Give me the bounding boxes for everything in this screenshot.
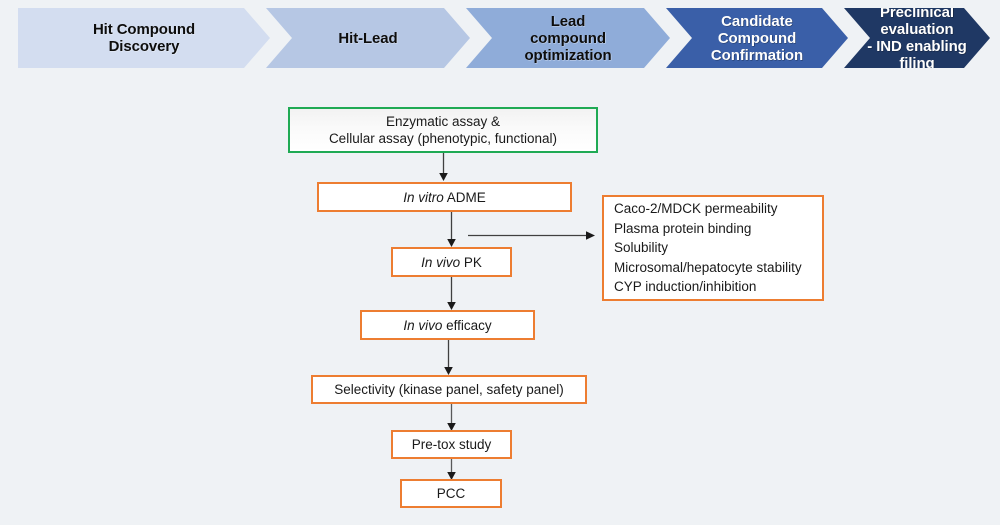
adme-assay-list-item: Microsomal/hepatocyte stability [614, 259, 802, 275]
flow-node-label: In vivo PK [421, 254, 482, 271]
arrow-assay-to-in-vitro-adme [438, 153, 449, 182]
flow-node-label-plain: ADME [443, 189, 486, 205]
flow-node-label: Pre-tox study [411, 437, 492, 452]
adme-assay-list-item: Solubility [614, 240, 669, 256]
flow-node-pre-tox-study[interactable]: Pre-tox study [391, 430, 512, 459]
adme-assay-list-item: Plasma protein binding [614, 220, 752, 236]
flow-node-selectivity[interactable]: Selectivity (kinase panel, safety panel) [311, 375, 587, 404]
flow-node-label-italic: In vitro [403, 189, 444, 205]
arrow-in-vivo-pk-to-in-vivo-efficacy [446, 277, 457, 311]
stage-chevron-label: Hit-Lead [338, 29, 398, 47]
stage-chevron-hit-compound-discovery[interactable]: Hit Compound Discovery [18, 8, 270, 68]
flow-node-in-vitro-adme[interactable]: In vitro ADME [317, 182, 572, 212]
flow-node-in-vivo-efficacy[interactable]: In vivo efficacy [360, 310, 535, 340]
flow-node-label-plain: PK [460, 254, 482, 270]
flow-node-label: Selectivity (kinase panel, safety panel) [334, 382, 564, 397]
arrow-in-vivo-efficacy-to-selectivity [443, 340, 454, 376]
adme-assay-list-box[interactable]: Caco-2/MDCK permeability Plasma protein … [602, 195, 824, 301]
flow-node-label-italic: In vivo [421, 254, 461, 270]
arrow-to-adme-assay-list [468, 230, 596, 241]
stage-chevron-label: Candidate Compound Confirmation [710, 12, 804, 64]
stage-chevron-hit-lead[interactable]: Hit-Lead [266, 8, 470, 68]
arrow-pre-tox-study-to-pcc [446, 459, 457, 481]
adme-assay-list-item: Caco-2/MDCK permeability [614, 201, 778, 217]
stage-chevron-label: Preclinical evaluation - IND enabling fi… [867, 4, 967, 72]
arrow-in-vitro-adme-to-in-vivo-pk [446, 212, 457, 248]
stage-chevron-label: Lead compound optimization [524, 12, 612, 64]
flow-node-in-vivo-pk[interactable]: In vivo PK [391, 247, 512, 277]
flow-node-label: PCC [436, 486, 466, 501]
stage-chevron-label: Hit Compound Discovery [92, 21, 196, 55]
flow-node-label: In vitro ADME [403, 189, 486, 206]
flow-node-label: In vivo efficacy [403, 317, 491, 334]
stage-banner: Hit Compound Discovery Hit-Lead Lead com… [18, 8, 990, 68]
flow-node-enzymatic-cellular-assay[interactable]: Enzymatic assay & Cellular assay (phenot… [288, 107, 598, 153]
flow-node-label-plain: efficacy [442, 317, 492, 333]
stage-chevron-preclinical-evaluation[interactable]: Preclinical evaluation - IND enabling fi… [844, 8, 990, 68]
stage-chevron-lead-compound-optimization[interactable]: Lead compound optimization [466, 8, 670, 68]
flow-node-line-2: Cellular assay (phenotypic, functional) [328, 131, 558, 146]
adme-assay-list-item: CYP induction/inhibition [614, 279, 757, 295]
arrow-selectivity-to-pre-tox-study [446, 404, 457, 432]
stage-chevron-candidate-compound-confirmation[interactable]: Candidate Compound Confirmation [666, 8, 848, 68]
flow-node-pcc[interactable]: PCC [400, 479, 502, 508]
flow-node-label-italic: In vivo [403, 317, 443, 333]
flow-node-line-1: Enzymatic assay & [385, 114, 501, 129]
